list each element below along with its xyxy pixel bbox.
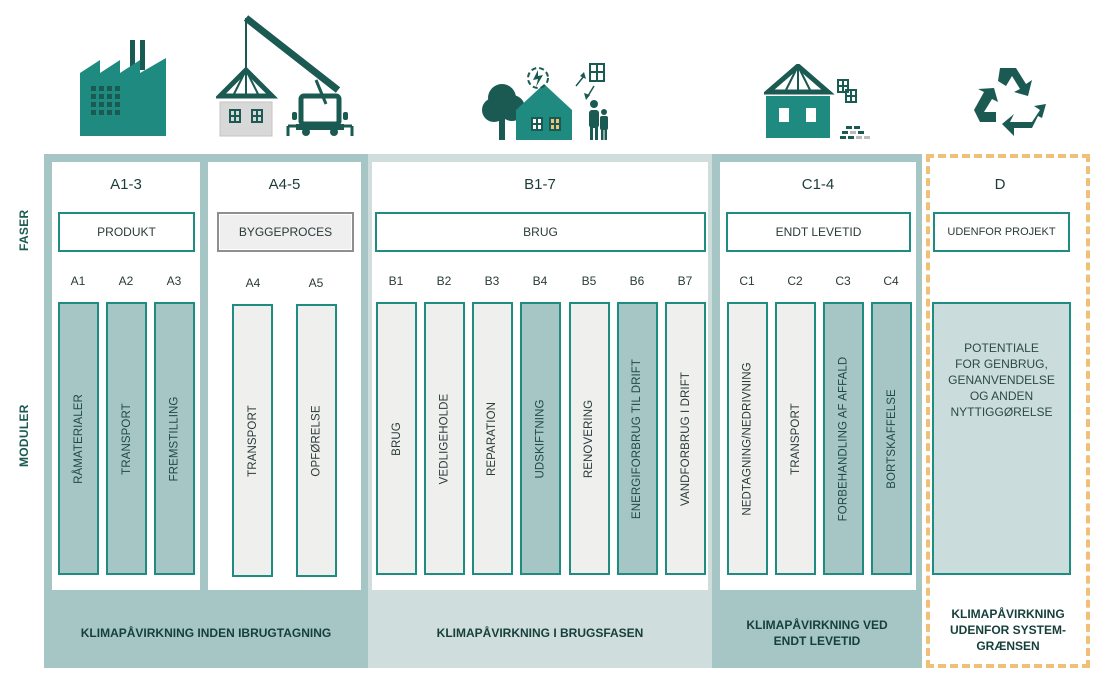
phase-byggeproces: BYGGEPROCES	[217, 212, 354, 252]
module-a4: TRANSPORT	[232, 304, 273, 577]
footer-d: KLIMAPÅVIRKNING UDENFOR SYSTEM- GRÆNSEN	[926, 598, 1090, 662]
module-a3: FREMSTILLING	[154, 302, 195, 575]
module-label: FORBEHANDLING AF AFFALD	[837, 356, 850, 521]
footer-c-text: ENDT LEVETID	[773, 634, 861, 648]
module-b4: UDSKIFTNING	[520, 302, 561, 575]
module-label: RENOVERING	[583, 399, 596, 478]
crane-house-icon	[216, 15, 354, 137]
module-b5: RENOVERING	[569, 302, 610, 575]
module-label: BORTSKAFFELSE	[885, 388, 898, 489]
outside-system-boundary	[926, 154, 1090, 668]
module-label: NEDTAGNING/NEDRIVNING	[741, 361, 754, 516]
module-a5: OPFØRELSE	[296, 304, 337, 577]
module-label: UDSKIFTNING	[534, 398, 547, 479]
phase-udenfor-projekt: UDENFOR PROJEKT	[933, 212, 1070, 252]
recycle-icon	[974, 68, 1046, 136]
module-d-line: GENANVENDELSE	[948, 373, 1055, 387]
footer-c-text: KLIMAPÅVIRKNING VED	[746, 618, 888, 632]
faser-label: FASER	[17, 209, 31, 251]
phase-brug: BRUG	[375, 212, 706, 252]
module-label: TRANSPORT	[120, 402, 133, 475]
module-b1: BRUG	[376, 302, 417, 575]
group-code-b17: B1-7	[524, 176, 556, 193]
module-label: VEDLIGEHOLDE	[438, 393, 451, 484]
module-label: OPFØRELSE	[310, 404, 323, 477]
module-b3: REPARATION	[472, 302, 513, 575]
phase-endt-levetid: ENDT LEVETID	[726, 212, 911, 252]
module-label: ENERGIFORBRUG TIL DRIFT	[631, 358, 644, 519]
module-d-line: OG ANDEN	[969, 389, 1034, 403]
module-code-a5: A5	[308, 276, 324, 290]
module-label: BRUG	[390, 421, 403, 456]
module-d-line: NYTTIGGØRELSE	[950, 405, 1053, 419]
module-code-c2: C2	[787, 274, 803, 288]
demolition-house-icon	[764, 64, 870, 139]
module-code-b4: B4	[532, 274, 548, 288]
module-code-a3: A3	[166, 274, 182, 288]
module-code-a1: A1	[70, 274, 86, 288]
module-code-b2: B2	[436, 274, 452, 288]
footer-d-text: KLIMAPÅVIRKNING	[951, 607, 1065, 621]
module-label: FREMSTILLING	[168, 396, 181, 481]
group-code-a13: A1-3	[110, 176, 142, 193]
module-c4: BORTSKAFFELSE	[871, 302, 912, 575]
footer-b: KLIMAPÅVIRKNING I BRUGSFASEN	[368, 598, 712, 668]
module-code-b1: B1	[388, 274, 404, 288]
module-c3: FORBEHANDLING AF AFFALD	[823, 302, 864, 575]
module-label: REPARATION	[486, 401, 499, 476]
module-b2: VEDLIGEHOLDE	[424, 302, 465, 575]
module-b7: VANDFORBRUG I DRIFT	[665, 302, 706, 575]
module-code-c4: C4	[883, 274, 899, 288]
module-label: VANDFORBRUG I DRIFT	[679, 371, 692, 506]
module-code-c3: C3	[835, 274, 851, 288]
module-c2: TRANSPORT	[775, 302, 816, 575]
house-use-icon	[482, 63, 608, 140]
module-c1: NEDTAGNING/NEDRIVNING	[727, 302, 768, 575]
group-code-a45: A4-5	[268, 176, 301, 193]
group-code-d: D	[994, 176, 1006, 193]
module-label: TRANSPORT	[246, 404, 259, 477]
footer-d-text: GRÆNSEN	[976, 639, 1040, 653]
module-a1: RÅMATERIALER	[58, 302, 99, 575]
footer-c: KLIMAPÅVIRKNING VED ENDT LEVETID	[712, 598, 922, 668]
footer-b-text: KLIMAPÅVIRKNING I BRUGSFASEN	[436, 626, 644, 640]
module-a2: TRANSPORT	[106, 302, 147, 575]
module-b6: ENERGIFORBRUG TIL DRIFT	[617, 302, 658, 575]
module-code-b6: B6	[629, 274, 645, 288]
module-code-a4: A4	[245, 276, 261, 290]
phase-produkt: PRODUKT	[58, 212, 195, 252]
module-label: RÅMATERIALER	[72, 393, 85, 484]
footer-a-text: KLIMAPÅVIRKNING INDEN IBRUGTAGNING	[80, 626, 332, 640]
factory-icon	[80, 40, 166, 136]
group-code-c14: C1-4	[801, 176, 835, 193]
module-code-a2: A2	[118, 274, 134, 288]
footer-a: KLIMAPÅVIRKNING INDEN IBRUGTAGNING	[44, 598, 368, 668]
module-d-line: POTENTIALE	[964, 341, 1039, 355]
module-code-c1: C1	[739, 274, 755, 288]
module-d: POTENTIALE FOR GENBRUG, GENANVENDELSE OG…	[932, 302, 1071, 575]
module-code-b7: B7	[677, 274, 693, 288]
module-code-b3: B3	[484, 274, 500, 288]
module-d-line: FOR GENBRUG,	[955, 357, 1048, 371]
module-label: TRANSPORT	[789, 402, 802, 475]
moduler-label: MODULER	[17, 404, 31, 467]
module-code-b5: B5	[581, 274, 597, 288]
footer-d-text: UDENFOR SYSTEM-	[949, 623, 1066, 637]
